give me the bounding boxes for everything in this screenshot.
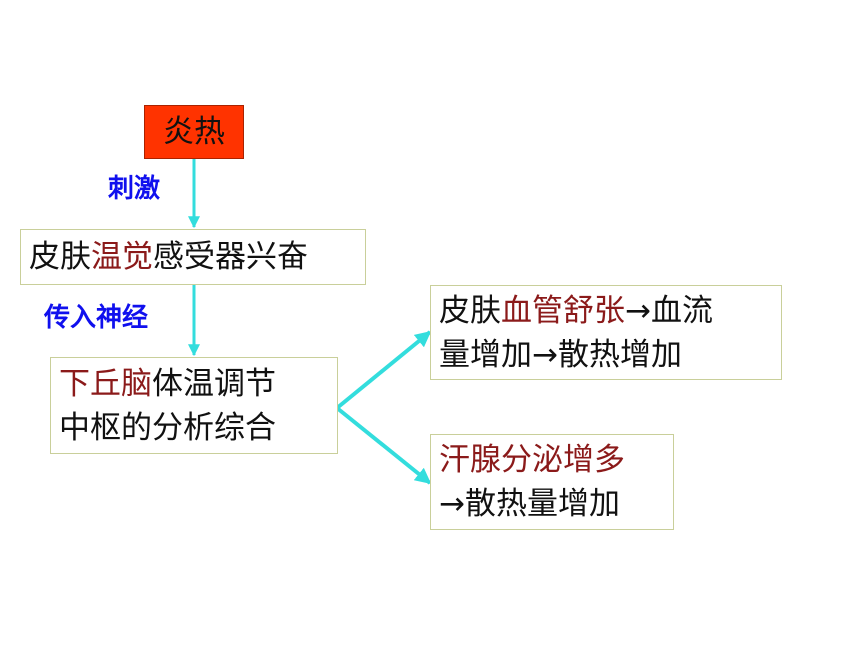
- node-center-line2: 中枢的分析综合: [59, 410, 276, 446]
- node-sweat: 汗腺分泌增多 →散热量增加: [430, 434, 674, 530]
- node-vessel-post: →血流: [625, 293, 713, 329]
- arrow-center-to-sweat: [335, 406, 432, 485]
- node-sweat-line2: →散热量增加: [439, 486, 620, 522]
- node-heat-text: 炎热: [163, 114, 225, 150]
- node-vessel-hl: 血管舒张: [501, 293, 625, 329]
- label-afferent-nerve: 传入神经: [44, 303, 149, 333]
- node-heat: 炎热: [144, 105, 244, 159]
- node-receptor-hl: 温觉: [91, 239, 153, 275]
- node-vessel-line1: 皮肤血管舒张→血流: [439, 289, 773, 333]
- node-vessel: 皮肤血管舒张→血流 量增加→散热增加: [430, 285, 782, 380]
- arrow-center-to-vessel: [335, 330, 432, 410]
- node-center-post: 体温调节: [152, 366, 276, 402]
- label-stimulus: 刺激: [108, 174, 161, 204]
- node-center-hl: 下丘脑: [59, 366, 152, 402]
- node-receptor-pre: 皮肤: [29, 239, 91, 275]
- node-vessel-pre: 皮肤: [439, 293, 501, 329]
- node-center: 下丘脑体温调节 中枢的分析综合: [50, 357, 338, 454]
- node-vessel-line2: 量增加→散热增加: [439, 337, 682, 373]
- node-center-line1: 下丘脑体温调节: [59, 362, 329, 406]
- node-receptor-post: 感受器兴奋: [153, 239, 308, 275]
- node-receptor: 皮肤温觉感受器兴奋: [20, 229, 366, 285]
- node-sweat-line1: 汗腺分泌增多: [439, 442, 625, 478]
